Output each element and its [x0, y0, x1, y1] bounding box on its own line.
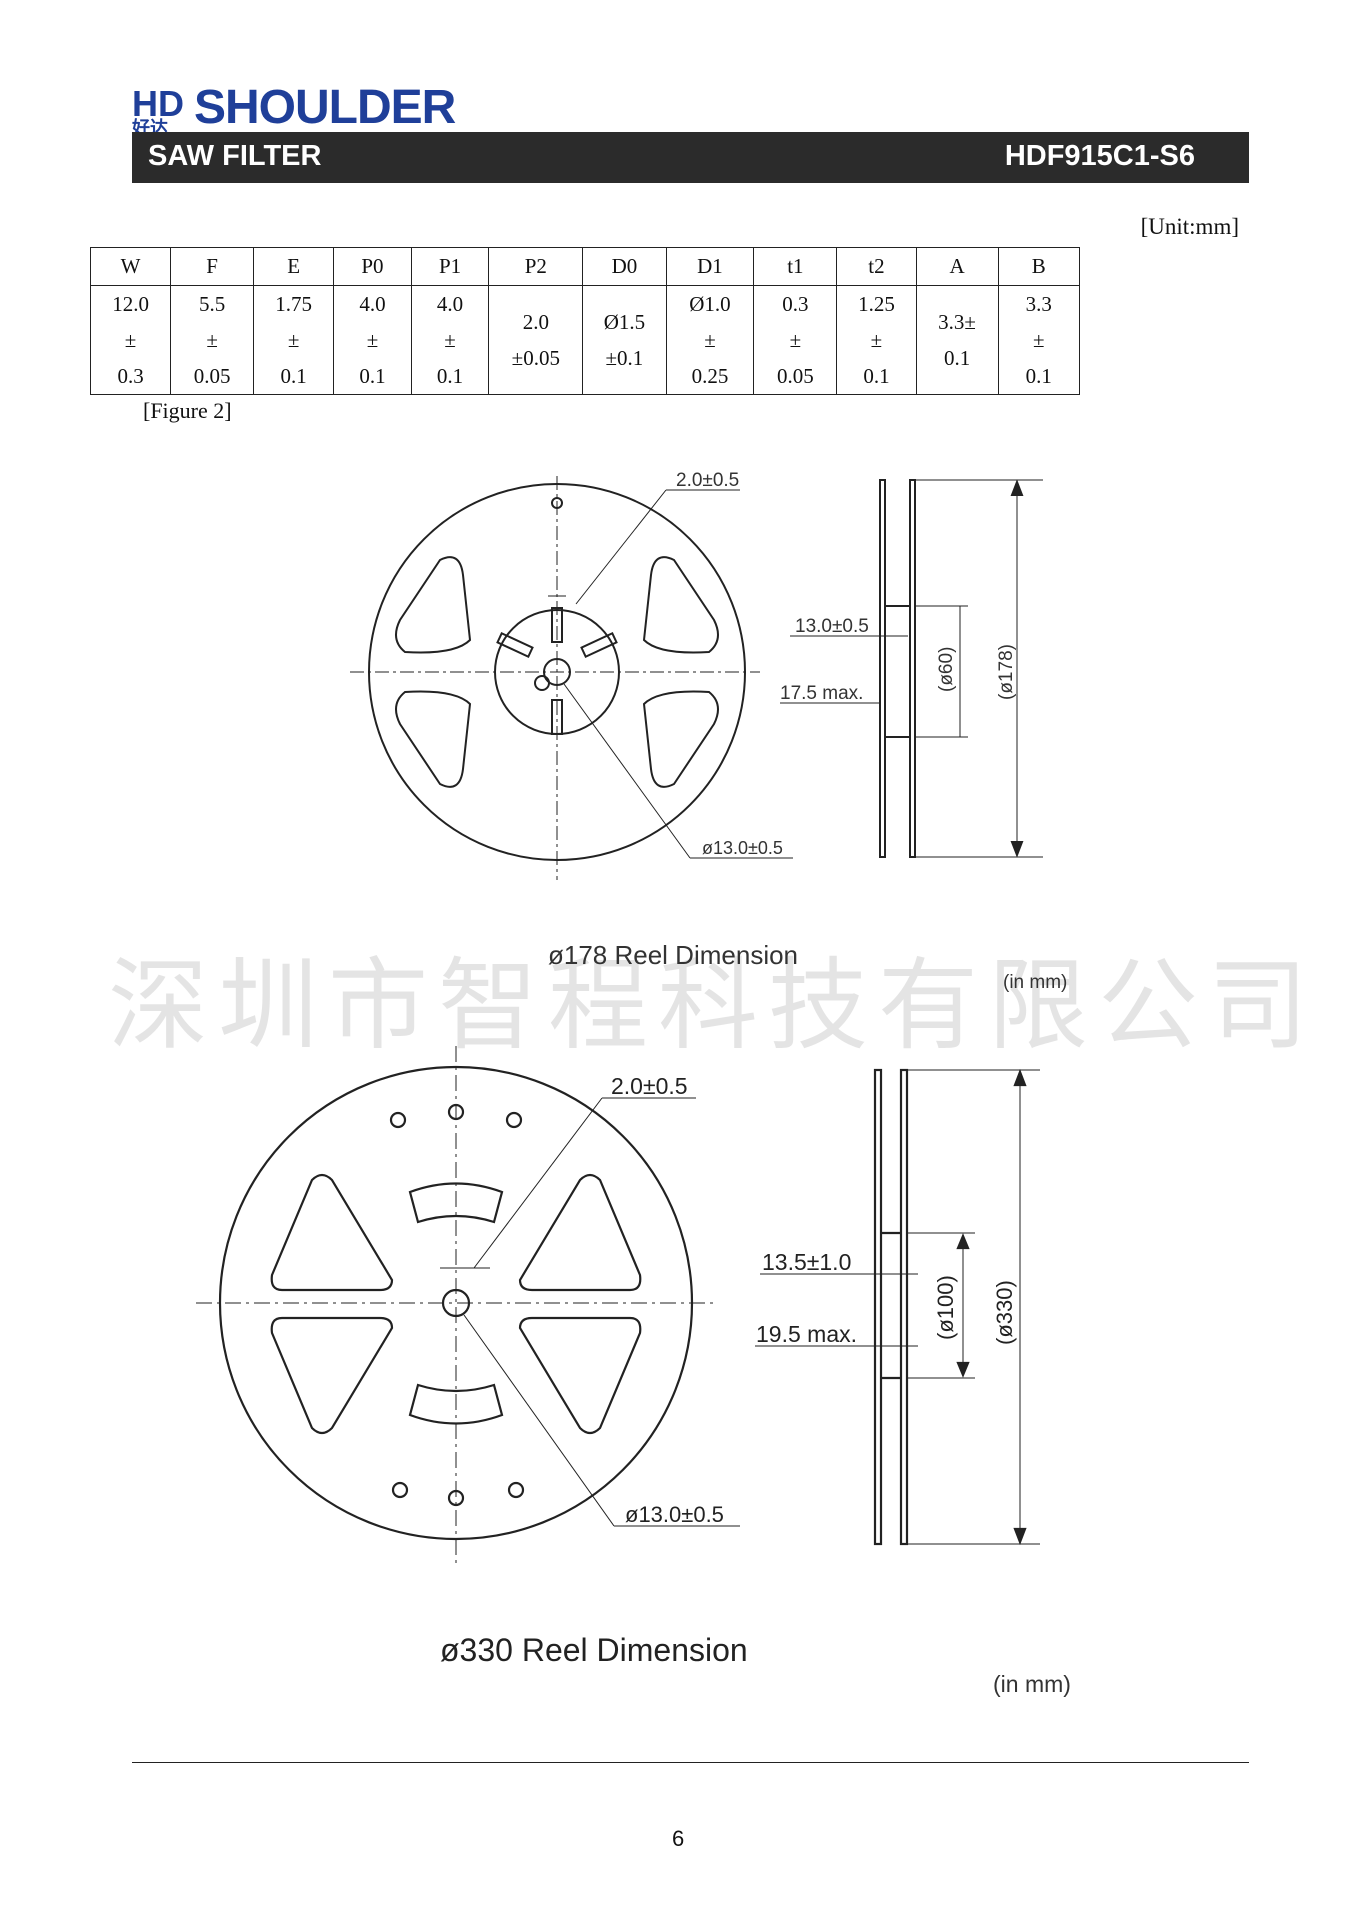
reel-178-side-flange: [879, 479, 886, 858]
reel-330-window: [270, 1173, 394, 1292]
reel-330-drawing: 2.0±0.5 13.5±1.0 19.5 max. ø13.0±0.5 (ø1…: [196, 1046, 1040, 1566]
table-cell: 3.3±0.1: [915, 285, 999, 395]
col-header: F: [170, 247, 255, 286]
col-header: A: [915, 247, 999, 286]
reel-178-max-width-dim: 17.5 max.: [780, 683, 863, 704]
table-cell: 12.0±0.3: [89, 285, 172, 395]
table-cell: 4.0±0.1: [333, 285, 412, 395]
watermark-text: 深圳市智程科技有限公司: [108, 947, 1318, 1064]
col-header: t2: [836, 247, 917, 286]
reel-330-unit: (in mm): [993, 1671, 1071, 1697]
reel-330-window: [518, 1173, 642, 1292]
col-header: D0: [582, 247, 667, 286]
reel-330-hub-width-dim: 13.5±1.0: [762, 1249, 851, 1275]
table-cell: 3.3±0.1: [997, 285, 1081, 395]
reel-178-window: [395, 556, 472, 654]
reel-330-reel-dia-dim: (ø330): [992, 1280, 1017, 1345]
reel-178-drawing: 2.0±0.5 13.0±0.5 17.5 max. ø13.0±0.5 (ø6…: [350, 470, 1043, 880]
table-cell: 1.75±0.1: [253, 285, 335, 395]
table-cell: Ø1.5±0.1: [582, 285, 667, 395]
table-cell: 5.5±0.05: [170, 285, 255, 395]
reel-330-slot: [408, 1182, 504, 1224]
reel-178-window: [642, 556, 719, 654]
reel-330-side-flange: [873, 1068, 883, 1546]
reel-178-reel-dia-dim: (ø178): [996, 644, 1017, 700]
table-cell: Ø1.0±0.25: [665, 285, 755, 395]
reel-178-caption: ø178 Reel Dimension: [548, 940, 799, 970]
reel-178-slot: [580, 631, 618, 659]
unit-note: [Unit:mm]: [1140, 214, 1239, 239]
reel-330-side-flange: [899, 1068, 909, 1546]
table-header-row: W F E P0 P1 P2 D0 D1 t1 t2 A B: [89, 247, 1081, 286]
col-header: E: [253, 247, 335, 286]
reel-330-slot: [408, 1383, 504, 1425]
col-header: P2: [488, 247, 584, 286]
footer-divider: [132, 1762, 1249, 1763]
reel-178-window: [395, 690, 472, 788]
table-cell: 2.0±0.05: [488, 285, 584, 395]
reel-330-max-width-dim: 19.5 max.: [756, 1321, 857, 1347]
col-header: D1: [665, 247, 755, 286]
reel-330-hub-dia-dim: (ø100): [933, 1275, 958, 1340]
reel-330-window: [270, 1316, 394, 1435]
col-header: W: [89, 247, 172, 286]
tape-dimension-table: W F E P0 P1 P2 D0 D1 t1 t2 A B 12.0±0.3 …: [89, 247, 1081, 395]
reel-178-hub-dia-dim: (ø60): [936, 647, 957, 692]
reel-330-slot-dim: 2.0±0.5: [611, 1073, 688, 1099]
col-header: P0: [333, 247, 412, 286]
hd-logo-icon: HD 好达: [131, 83, 188, 138]
reel-178-slot-dim: 2.0±0.5: [676, 470, 739, 491]
reel-330-arbor-dim: ø13.0±0.5: [625, 1502, 724, 1527]
company-logo: HD 好达 SHOULDER: [131, 81, 456, 138]
svg-text:HD: HD: [132, 84, 184, 124]
reel-178-arbor-dim: ø13.0±0.5: [702, 838, 783, 858]
col-header: B: [997, 247, 1081, 286]
reel-178-slot: [496, 631, 534, 659]
table-cell: 1.25±0.1: [836, 285, 917, 395]
reel-178-window: [642, 690, 719, 788]
part-number: HDF915C1-S6: [1004, 140, 1195, 172]
col-header: t1: [753, 247, 838, 286]
table-cell: 4.0±0.1: [410, 285, 490, 395]
reel-330-caption: ø330 Reel Dimension: [440, 1632, 748, 1668]
page-number: 6: [672, 1826, 685, 1851]
reel-178-unit: (in mm): [1003, 972, 1068, 993]
table-row: 12.0±0.3 5.5±0.05 1.75±0.1 4.0±0.1 4.0±0…: [89, 285, 1081, 395]
reel-178-hub-width-dim: 13.0±0.5: [795, 616, 869, 637]
reel-330-window: [518, 1316, 642, 1435]
figure-label: [Figure 2]: [143, 398, 232, 423]
header-bar: SAW FILTER HDF915C1-S6: [132, 132, 1249, 183]
reel-178-drive-hole: [534, 675, 550, 691]
table-cell: 0.3±0.05: [753, 285, 838, 395]
reel-178-side-flange: [909, 479, 916, 858]
product-line: SAW FILTER: [148, 140, 322, 172]
brand-name: SHOULDER: [194, 81, 456, 134]
col-header: P1: [410, 247, 490, 286]
